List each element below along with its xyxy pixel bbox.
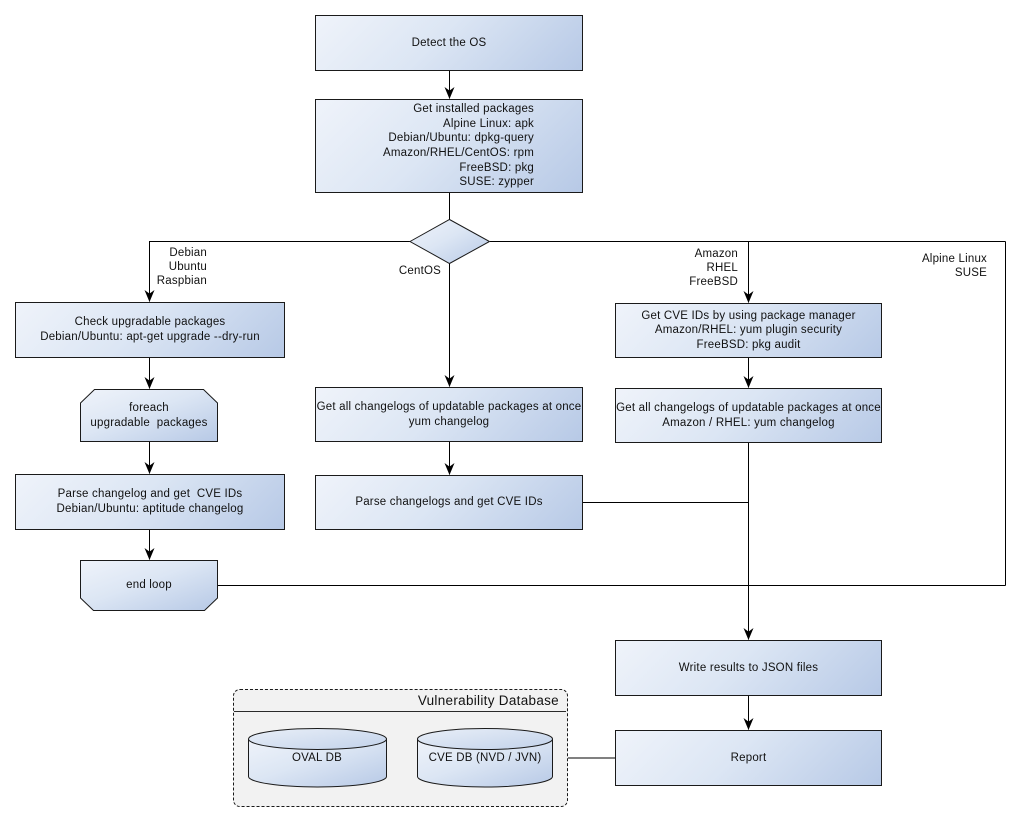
decision-os-diamond: [408, 218, 491, 265]
node-get-changelogs-amazon: [615, 388, 882, 443]
node-end-loop-shape: [80, 560, 218, 611]
vulnerability-database-title: Vulnerability Database: [234, 690, 566, 712]
node-report: [615, 730, 882, 786]
branch-label-centos: CentOS: [398, 265, 441, 277]
node-get-installed-packages: [315, 99, 583, 193]
node-get-cve-ids-package-manager: [615, 303, 882, 358]
node-check-upgradable-packages: [15, 302, 285, 358]
node-foreach-loop-shape: [80, 389, 218, 442]
branch-label-alpine: Alpine Linux SUSE: [921, 253, 987, 279]
branch-label-debian: Debian Ubuntu Raspbian: [156, 247, 207, 287]
node-end-loop-label: end loop: [126, 579, 172, 592]
node-foreach-loop-label: foreach upgradable packages: [90, 401, 208, 429]
node-detect-os: [315, 15, 583, 71]
node-parse-changelogs-centos: [315, 475, 583, 530]
node-get-changelogs-centos: [315, 387, 583, 442]
node-write-results-json: [615, 640, 882, 696]
connector-decision-to-debian: [144, 241, 410, 302]
branch-label-amazon: Amazon RHEL FreeBSD: [689, 248, 738, 288]
node-parse-changelog-debian: [15, 474, 285, 530]
